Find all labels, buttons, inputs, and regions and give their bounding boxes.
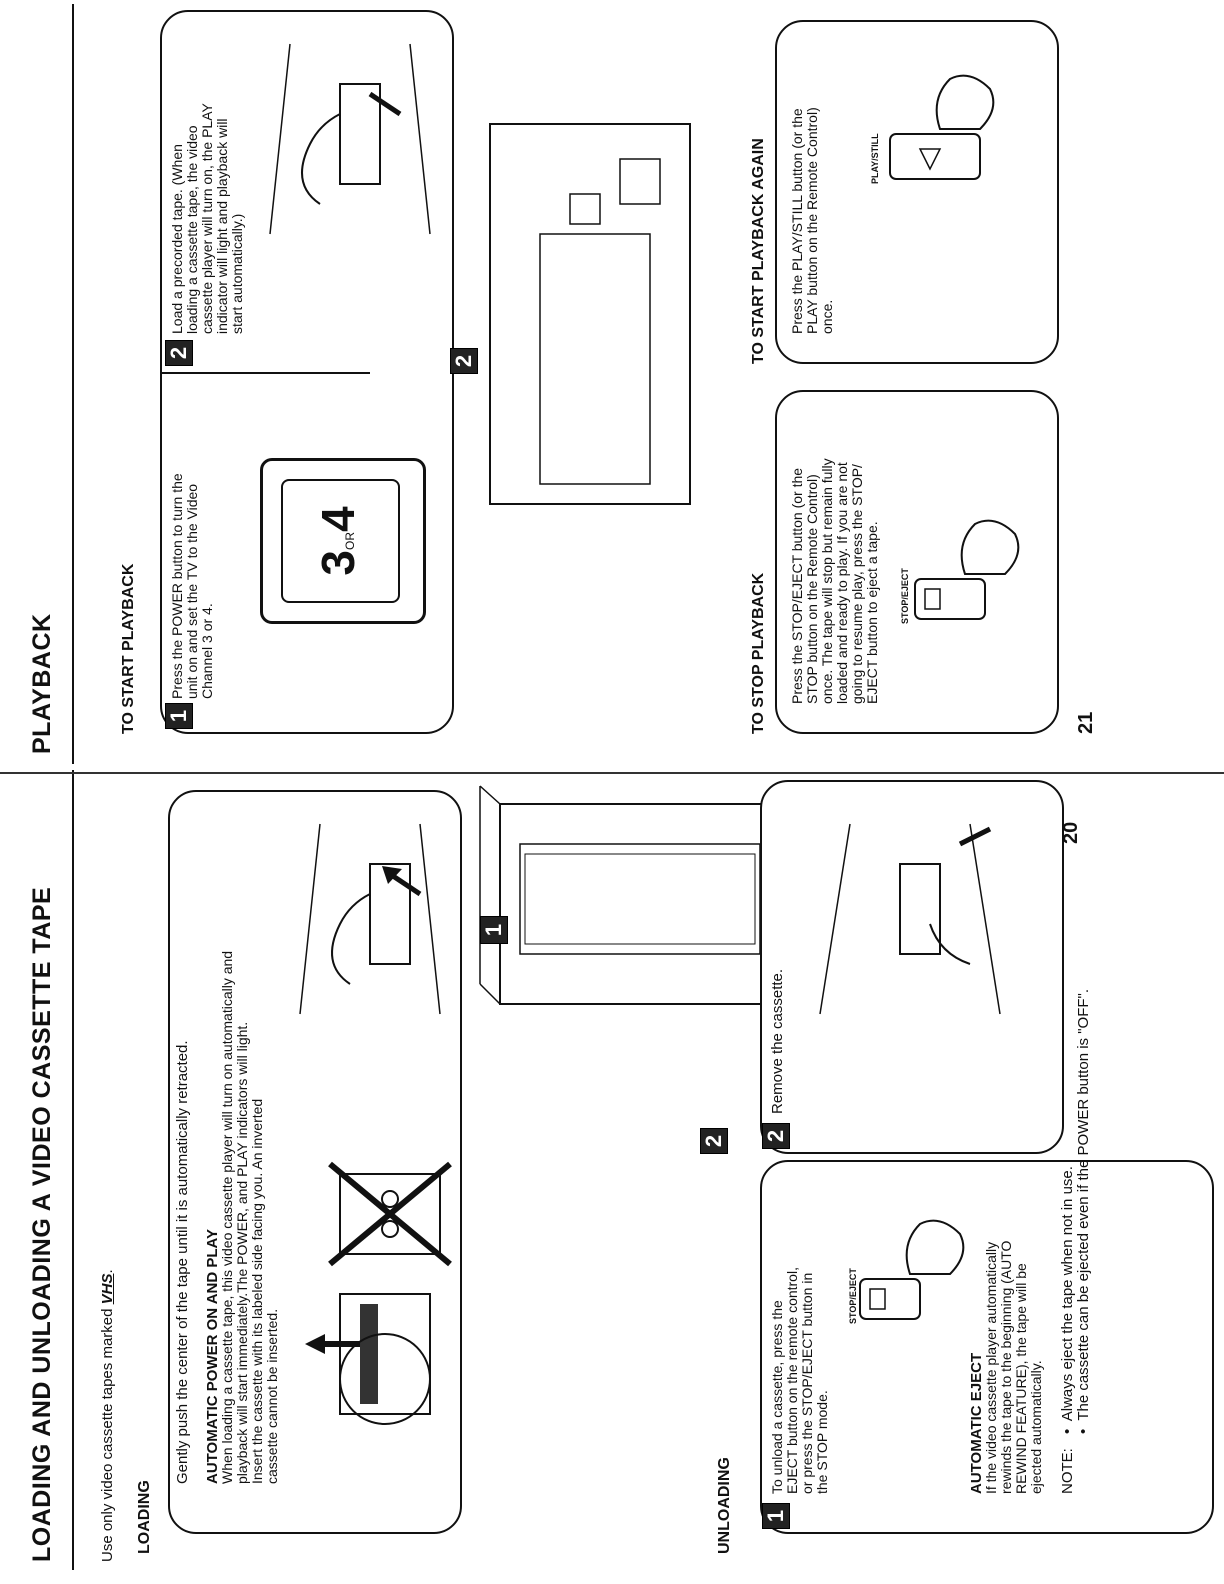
tv-channel-or: OR: [343, 532, 357, 550]
start-step1-line-2: unit on and set the TV to the Video: [184, 483, 200, 699]
auto-eject-line-4: ejected automatically.: [1028, 1360, 1044, 1494]
loading-text: Gently push the center of the tape until…: [174, 1040, 191, 1484]
stop-eject-label-left: STOP/EJECT: [848, 1268, 858, 1324]
stop-line-3: once. The tape will stop but remain full…: [819, 458, 835, 704]
loading-heading: LOADING: [136, 1480, 153, 1554]
start-step2-line-5: start automatically.): [229, 213, 245, 334]
start-step2-line-3: cassette player will turn on, the PLAY: [199, 103, 215, 334]
spine-divider: [0, 772, 1224, 774]
start-step2-line-4: indicator will light and playback will: [214, 118, 230, 334]
start-playback-heading: TO START PLAYBACK: [120, 563, 137, 734]
auto-eject-line-3: REWIND FEATURE), the tape will be: [1013, 1263, 1029, 1494]
playback-title-rule: [72, 4, 74, 764]
tv-channel-4: 4: [312, 506, 364, 532]
stop-eject-label-right: STOP/EJECT: [900, 568, 910, 624]
unload-step1-line-3: or press the STOP/EJECT button in: [799, 1272, 815, 1494]
tv-screen: 3OR4: [281, 479, 400, 603]
page-number-21: 21: [1075, 711, 1097, 734]
auto-power-line-3: Insert the cassette with its labeled sid…: [249, 1098, 265, 1484]
note-2: • The cassette can be ejected even if th…: [1075, 988, 1092, 1434]
start-again-heading: TO START PLAYBACK AGAIN: [750, 138, 767, 364]
start-step2-line-1: Load a precorded tape. (When: [169, 144, 185, 334]
intro-text: Use only video cassette tapes marked VHS…: [99, 1269, 116, 1562]
page-title-playback: PLAYBACK: [28, 613, 56, 754]
unload-step1-line-2: EJECT button on the remote control,: [784, 1267, 800, 1494]
again-line-2: PLAY button on the Remote Control): [804, 107, 820, 334]
hand-insert-cassette-illustration: [299, 823, 441, 1015]
stop-eject-press-illustration: [914, 519, 1020, 620]
auto-power-line-4: cassette cannot be inserted.: [264, 1308, 280, 1484]
stop-line-6: EJECT button to eject a tape.: [864, 521, 880, 704]
stop-eject-button-hand-illustration: [859, 1219, 965, 1320]
stop-line-4: loaded and ready to play. If you are not: [834, 462, 850, 704]
unload-step2-text: Remove the cassette.: [769, 968, 786, 1114]
hand-load-tape-illustration: [269, 43, 431, 235]
again-line-1: Press the PLAY/STILL button (or the: [789, 108, 805, 334]
vcr-illustration-right: [489, 123, 691, 505]
note-label: NOTE:: [1059, 1448, 1076, 1494]
note-1: • Always eject the tape when not in use.: [1059, 1166, 1076, 1434]
stop-line-1: Press the STOP/EJECT button (or the: [789, 467, 805, 704]
tv-channel-3: 3: [312, 550, 364, 576]
auto-power-line-1: When loading a cassette tape, this video…: [219, 950, 235, 1484]
step-marker-2: 2: [700, 1128, 728, 1154]
unload-step2-number: 2: [762, 1123, 790, 1149]
step-marker-1: 1: [480, 916, 508, 944]
unload-step1-line-1: To unload a cassette, press the: [769, 1300, 785, 1494]
unload-step1-number: 1: [762, 1503, 790, 1529]
unloading-heading: UNLOADING: [716, 1457, 733, 1554]
start-step1-line-3: Channel 3 or 4.: [199, 603, 215, 699]
page-title-loading: LOADING AND UNLOADING A VIDEO CASSETTE T…: [28, 886, 56, 1562]
again-line-3: once.: [819, 299, 835, 334]
title-rule: [72, 770, 74, 1570]
start-step1-line-1: Press the POWER button to turn the: [169, 473, 185, 699]
start-step2-number: 2: [165, 340, 193, 366]
start-step2-line-2: loading a cassette tape, the video: [184, 125, 200, 334]
stop-line-2: STOP button on the Remote Control): [804, 474, 820, 704]
hand-remove-cassette-illustration: [819, 823, 1001, 1015]
play-still-press-illustration: [889, 74, 995, 180]
page-number-20: 20: [1060, 821, 1082, 844]
stop-playback-heading: TO STOP PLAYBACK: [750, 572, 767, 734]
right-vcr-step-marker: 2: [450, 348, 478, 374]
start-step1-number: 1: [165, 703, 193, 729]
stop-line-5: going to resume play, press the STOP/: [849, 464, 865, 704]
auto-power-line-2: playback will start immediately.The POWE…: [234, 1021, 250, 1484]
cassette-insert-illustration: [305, 1161, 452, 1425]
tv-illustration: 3OR4: [260, 458, 426, 624]
unload-step1-line-4: the STOP mode.: [814, 1390, 830, 1494]
play-still-label: PLAY/STILL: [870, 133, 880, 184]
vhs-logo: VHS: [99, 1273, 116, 1305]
auto-eject-line-1: If the video cassette player automatical…: [983, 1241, 999, 1494]
step-divider: [160, 372, 370, 374]
auto-eject-line-2: rewinds the tape to the beginning (AUTO: [998, 1240, 1014, 1494]
